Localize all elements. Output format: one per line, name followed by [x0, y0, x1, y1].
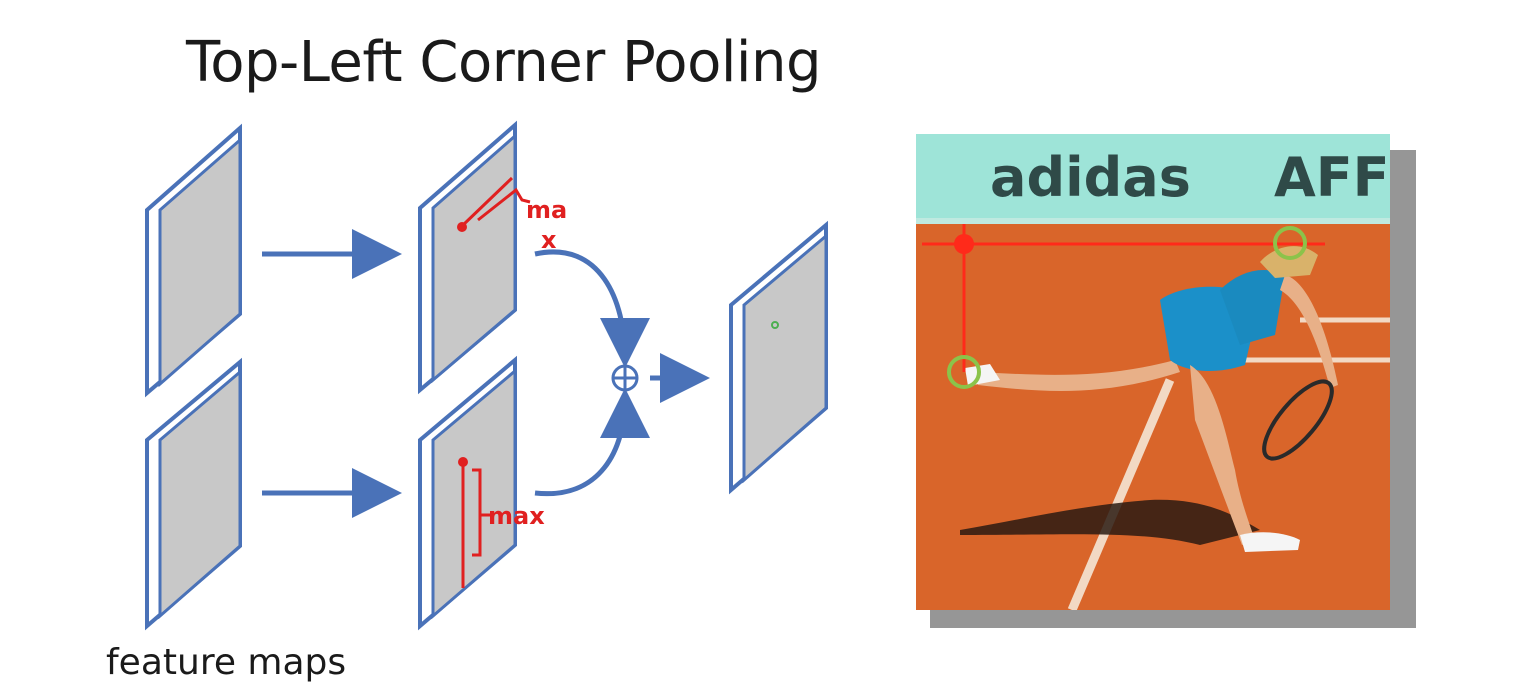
output-feature-map	[729, 220, 828, 495]
feature-maps-caption: feature maps	[106, 642, 347, 683]
merge-curve-top	[534, 249, 650, 368]
output-corner-marker	[771, 321, 779, 329]
tennis-photo: adidas AFF	[916, 134, 1416, 628]
left-boundary-marker	[947, 355, 981, 389]
tennis-player	[965, 246, 1338, 552]
pooled-feature-map-bottom	[418, 355, 517, 631]
photo-sponsor-text: adidas	[990, 146, 1191, 209]
pool-label-top: ma x	[526, 196, 576, 254]
pool-label-bottom: max	[488, 502, 545, 530]
merge-curve-bottom	[534, 388, 650, 497]
vertical-max-pool-mark: max	[458, 457, 545, 588]
input-feature-map-top	[145, 123, 242, 398]
horizontal-max-pool-mark: ma x	[457, 176, 576, 254]
input-feature-map-bottom	[145, 357, 242, 631]
top-boundary-marker	[1273, 226, 1307, 260]
photo-sponsor-partial-text: AFF	[1274, 146, 1390, 209]
diagram-title: Top-Left Corner Pooling	[186, 30, 822, 95]
element-wise-sum-icon	[611, 364, 639, 392]
pooled-feature-map-top	[418, 120, 517, 395]
top-left-corner-point	[954, 234, 974, 254]
